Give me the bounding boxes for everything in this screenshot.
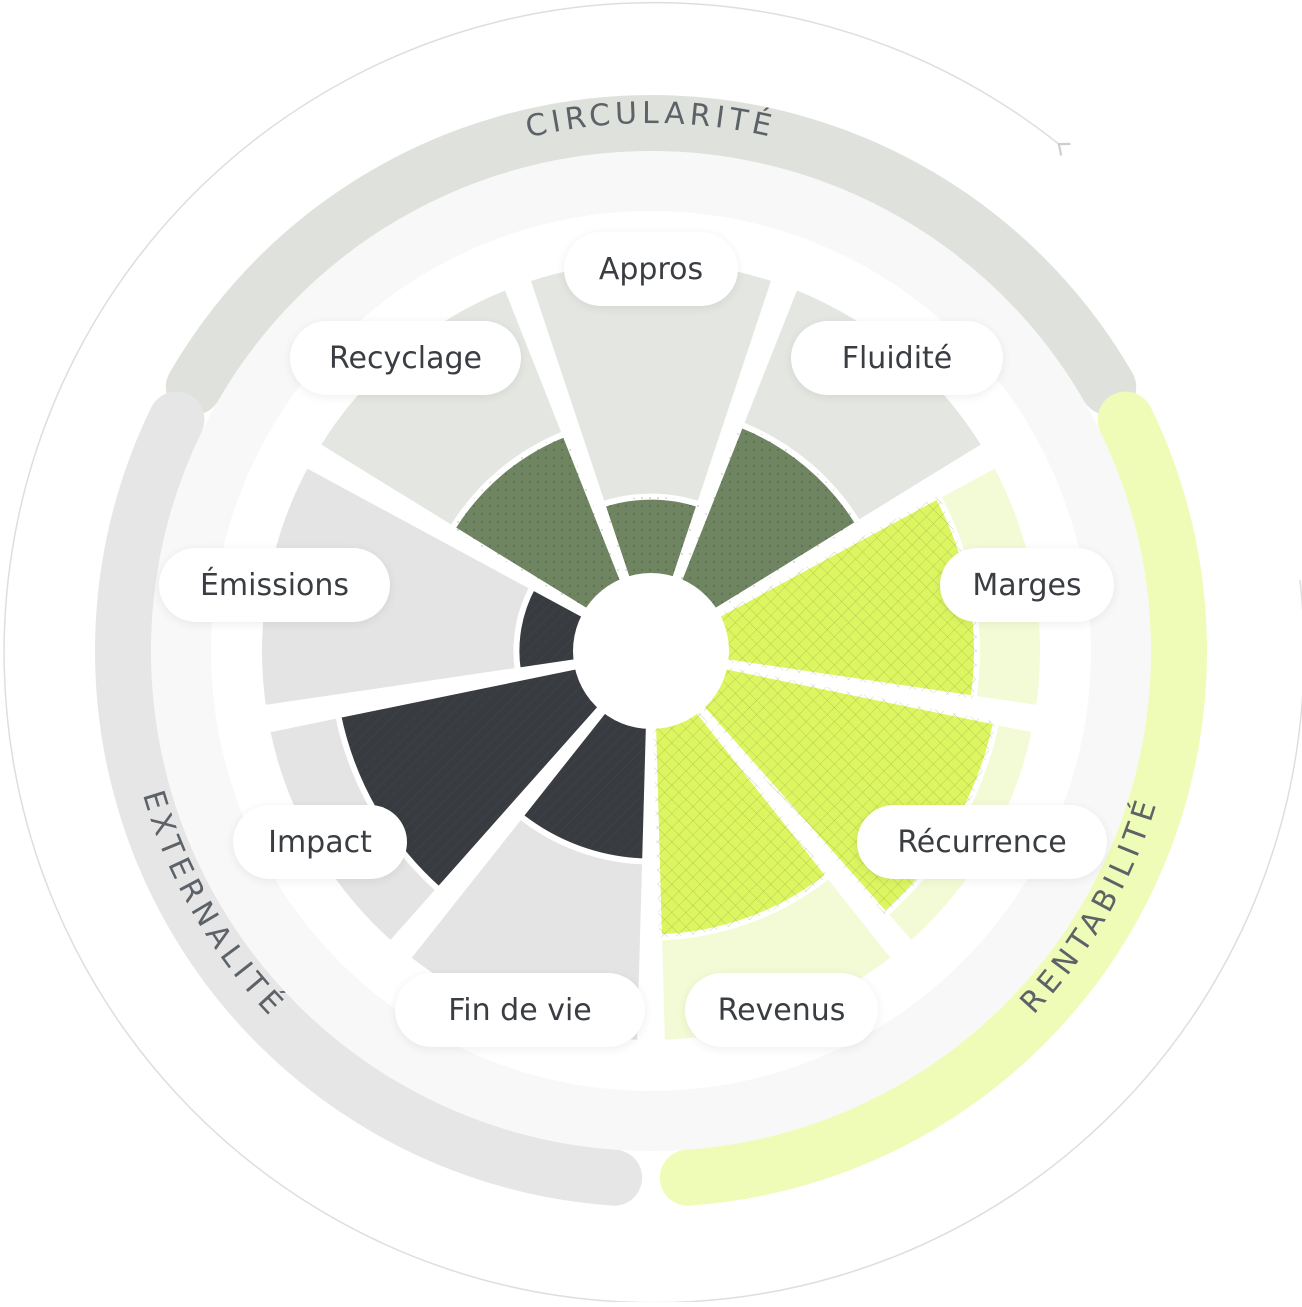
segment-texture-marges: [705, 495, 978, 699]
segment-label-fluidite: Fluidité: [791, 321, 1003, 395]
segment-label-emissions: Émissions: [159, 548, 390, 622]
segment-label-marges: Marges: [940, 548, 1114, 622]
segment-texture-appros: [602, 496, 700, 593]
band-externalite: [95, 391, 643, 1206]
segment-texture-revenus: [652, 699, 829, 938]
segment-label-revenus: Revenus: [685, 973, 878, 1047]
segment-label-recurrence: Récurrence: [857, 805, 1107, 879]
band-rentabilite: [659, 391, 1207, 1206]
segment-texture-recyclage: [452, 433, 629, 619]
segment-label-recyclage: Recyclage: [290, 321, 521, 395]
segment-texture-fluidite: [673, 424, 859, 619]
inner-halo-shadow: [151, 151, 1151, 1151]
center-disk: [573, 573, 729, 729]
outer-cycle-arrow: [3, 1, 1302, 1304]
band-circularite: [165, 95, 1137, 415]
segment-label-impact: Impact: [233, 805, 407, 879]
segment-label-appros: Appros: [564, 232, 738, 306]
segment-label-fin-de-vie: Fin de vie: [395, 973, 645, 1047]
group-bands: [95, 95, 1207, 1206]
segment-texture-fin-de-vie: [520, 699, 650, 862]
